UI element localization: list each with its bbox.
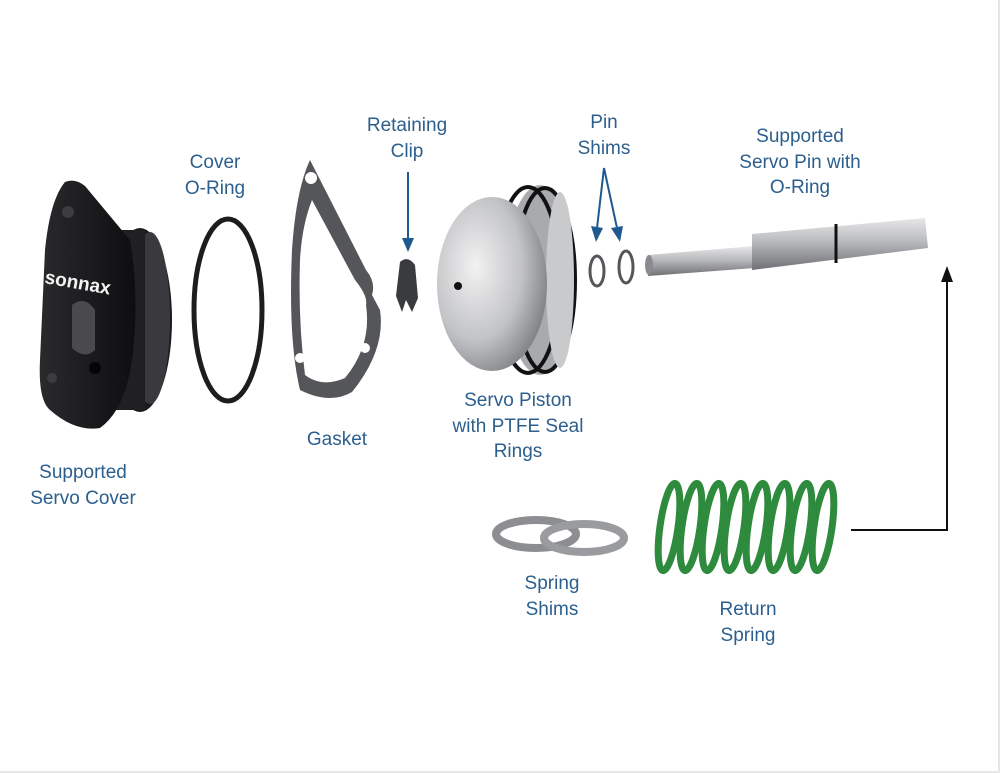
- label-line: Supported: [756, 126, 844, 147]
- label-servo-piston: Servo Piston with PTFE Seal Rings: [418, 388, 618, 465]
- cover-oring-part: [191, 216, 265, 404]
- return-spring-part: [654, 479, 838, 575]
- spring-coil: [676, 479, 706, 575]
- retaining-clip-arrow-icon: [402, 172, 414, 252]
- label-line: Spring: [524, 573, 580, 594]
- label-line: O-Ring: [184, 177, 246, 199]
- label-line: Cover: [189, 152, 241, 173]
- label-line: Rings: [493, 441, 543, 462]
- spring-coil: [720, 479, 750, 575]
- label-line: Pin: [590, 112, 618, 133]
- label-servo-cover: Supported Servo Cover: [0, 460, 183, 511]
- label-spring-shims: Spring Shims: [452, 571, 652, 622]
- label-line: Servo Piston: [464, 390, 572, 411]
- label-line: Retaining: [366, 115, 448, 136]
- label-servo-pin: Supported Servo Pin with O-Ring: [700, 124, 900, 201]
- label-line: Spring: [720, 624, 776, 646]
- pin-shims-part: [588, 249, 635, 288]
- label-return-spring: Return Spring: [648, 597, 848, 648]
- spring-coil: [786, 479, 816, 575]
- spring-coil: [764, 479, 794, 575]
- spring-coil: [654, 479, 684, 575]
- retaining-clip-part: [396, 259, 418, 312]
- pin-shims-arrows-icon: [591, 167, 623, 242]
- assembly-arrow-icon: [851, 266, 953, 531]
- gasket-part: [291, 160, 381, 399]
- label-gasket: Gasket: [237, 427, 437, 453]
- label-line: Shims: [525, 598, 579, 620]
- label-pin-shims: Pin Shims: [504, 110, 704, 161]
- label-line: O-Ring: [769, 177, 831, 198]
- label-line: with PTFE Seal: [452, 415, 584, 437]
- label-line: Gasket: [306, 429, 368, 450]
- label-retaining-clip: Retaining Clip: [307, 113, 507, 164]
- label-line: Shims: [577, 137, 631, 159]
- spring-coil: [742, 479, 772, 575]
- label-line: Servo Cover: [30, 487, 136, 509]
- servo-pin-part: [645, 218, 928, 276]
- spring-coil: [698, 479, 728, 575]
- servo-piston-part: [437, 185, 577, 375]
- label-line: Servo Pin with: [739, 151, 861, 173]
- spring-coil: [808, 479, 838, 575]
- servo-cover-part: sonnax: [39, 180, 172, 429]
- label-line: Clip: [390, 140, 424, 162]
- label-line: Supported: [39, 462, 127, 483]
- label-line: Return: [719, 599, 777, 620]
- spring-shims-part: [492, 516, 628, 556]
- label-cover-oring: Cover O-Ring: [115, 150, 315, 201]
